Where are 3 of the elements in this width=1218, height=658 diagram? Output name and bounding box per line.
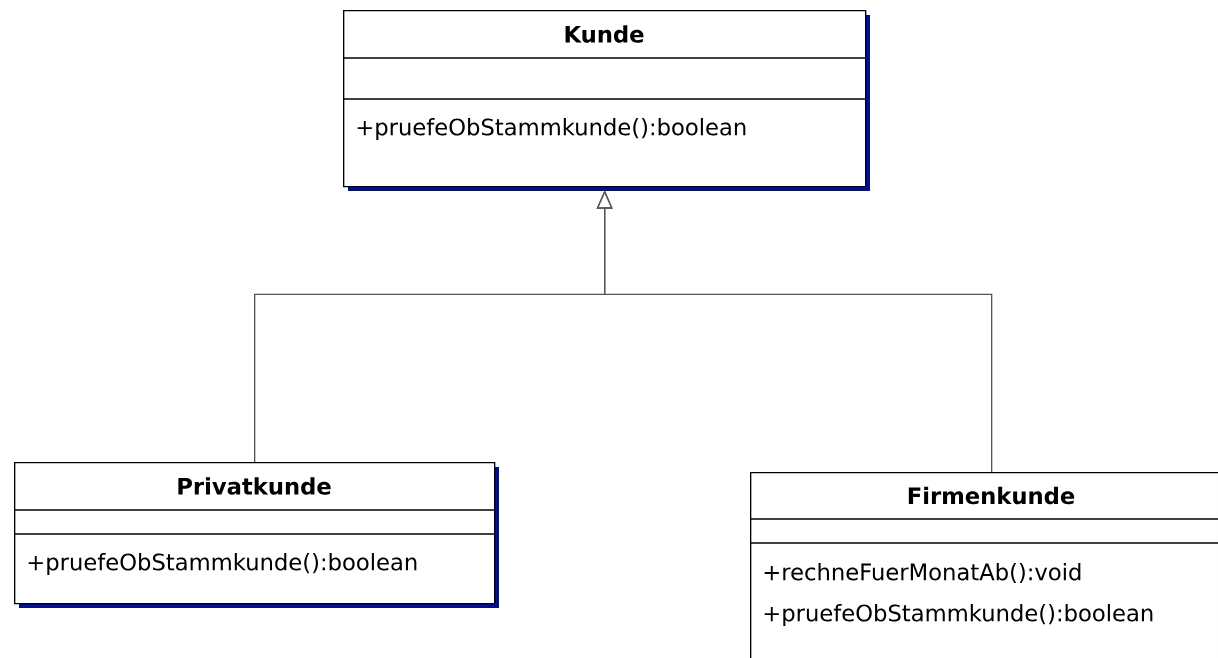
class-box: Kunde +pruefeObStammkunde():boolean bbox=[342, 10, 870, 191]
class-box: Privatkunde +pruefeObStammkunde():boolean bbox=[13, 462, 499, 608]
class-box: Firmenkunde +rechneFuerMonatAb():void +pruefeObStammkunde():boolean bbox=[749, 472, 1218, 658]
